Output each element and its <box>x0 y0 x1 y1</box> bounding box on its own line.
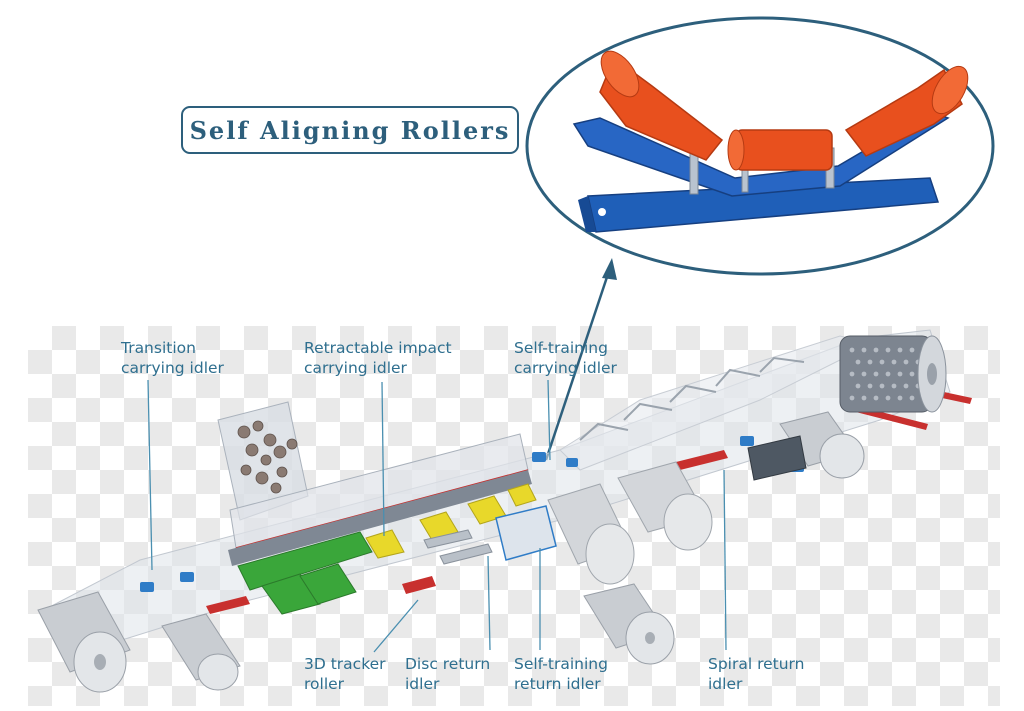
center-roller <box>735 129 833 171</box>
label-self-training-carrying-idler: Self-training carrying idler <box>514 339 617 377</box>
yellow-brackets <box>365 483 537 559</box>
diagram-title: Self Aligning Rollers <box>189 115 511 145</box>
label-retractable-impact-carrying-idler: Retractable impact carrying idler <box>304 339 452 377</box>
return-roller-1 <box>161 613 241 691</box>
disc-return-idler-parts <box>423 529 493 565</box>
right-roller <box>844 68 963 157</box>
label-spiral-return-idler: Spiral return idler <box>708 655 805 693</box>
label-leader-lines <box>147 379 727 653</box>
magnified-roller-view <box>525 16 995 276</box>
leader-transition <box>147 379 153 571</box>
impact-bed <box>228 470 532 566</box>
label-disc-return-idler: Disc return idler <box>405 655 491 693</box>
base-beam-end <box>578 196 596 232</box>
return-rollers <box>37 411 865 693</box>
spiral-return-idler-body <box>747 435 807 481</box>
leader-retractable <box>381 381 385 537</box>
snub-pulley-mesh <box>617 461 713 551</box>
ore-rocks <box>237 420 298 494</box>
leader-spiral-return <box>723 469 727 651</box>
leader-3d-tracker <box>373 599 419 653</box>
base-beam-hole <box>598 208 606 216</box>
center-roller-end <box>727 129 745 171</box>
tail-pulley <box>37 591 131 693</box>
label-self-training-return-idler: Self-training return idler <box>514 655 608 693</box>
take-up-pulley <box>583 583 675 665</box>
leader-self-training-carrying <box>547 379 551 461</box>
label-transition-carrying-idler: Transition carrying idler <box>121 339 224 377</box>
head-drum <box>839 335 947 413</box>
leader-disc-return <box>487 555 491 651</box>
bend-pulley-mesh <box>547 483 635 585</box>
right-roller-end <box>931 65 969 115</box>
support-post-center <box>741 169 749 193</box>
left-roller-end <box>600 50 640 98</box>
conveyor-system <box>37 329 972 693</box>
label-3d-tracker-roller: 3D tracker roller <box>304 655 386 693</box>
pointer-arrow <box>544 258 617 461</box>
green-impact-bars <box>237 531 373 615</box>
title-box: Self Aligning Rollers <box>181 106 519 154</box>
self-training-return-idler-frame <box>495 505 557 561</box>
carrying-idler-frames <box>579 356 805 441</box>
